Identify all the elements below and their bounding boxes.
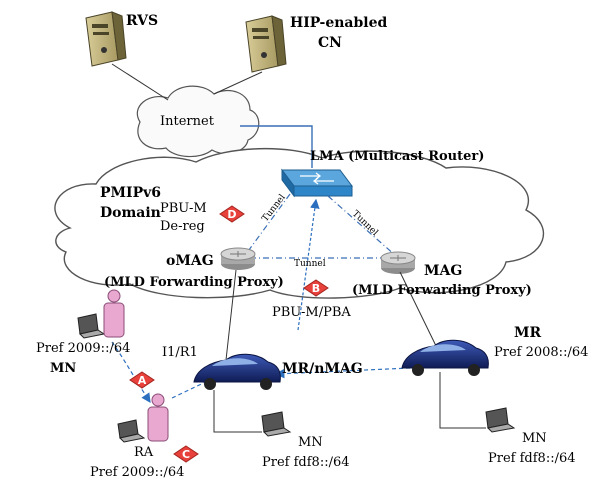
- lma-switch-icon: [281, 168, 353, 198]
- step-c-badge: C: [173, 445, 199, 463]
- mr-label: MR: [514, 325, 542, 341]
- mr-nmag-car-icon: [193, 353, 281, 390]
- internet-label: Internet: [160, 114, 214, 129]
- omag-label: oMAG: [166, 253, 214, 269]
- step-c-label: C: [182, 448, 190, 461]
- lma-label: LMA (Multicast Router): [310, 149, 485, 164]
- omag-role-label: (MLD Forwarding Proxy): [104, 275, 284, 290]
- i1-r1-label: I1/R1: [162, 345, 198, 360]
- step-b-label: B: [312, 282, 320, 295]
- mr-car-icon: [401, 339, 489, 376]
- mn-left-label: MN: [50, 361, 77, 376]
- pbu-m-label: PBU-M: [160, 201, 207, 216]
- pmipv6-domain-cloud: [54, 147, 545, 299]
- mn-right-prefix: Pref fdf8::/64: [488, 451, 576, 466]
- mag-role-label: (MLD Forwarding Proxy): [352, 283, 532, 298]
- internet-cloud: [136, 85, 260, 158]
- ra-prefix: Pref 2009::/64: [90, 465, 185, 480]
- mn-left-person-icon: [103, 289, 125, 338]
- step-d-badge: D: [219, 205, 245, 223]
- mn-mid-label: MN: [298, 435, 323, 450]
- hip-cn-label-line1: HIP-enabled: [290, 15, 388, 31]
- mr-nmag-label: MR/nMAG: [282, 361, 363, 377]
- rvs-server-icon: [85, 11, 127, 67]
- ra-label: RA: [134, 445, 154, 460]
- mn-left-prefix: Pref 2009::/64: [36, 341, 131, 356]
- step-d-label: D: [227, 208, 236, 221]
- mn-mid-prefix: Pref fdf8::/64: [262, 455, 350, 470]
- step-a-badge: A: [129, 371, 155, 389]
- step-a-label: A: [138, 374, 147, 387]
- mn-mid-laptop-icon: [261, 411, 292, 437]
- hip-cn-label-line2: CN: [318, 35, 342, 51]
- tunnel-middle-label: Tunnel: [294, 259, 326, 269]
- pbu-m-pba-label: PBU-M/PBA: [272, 305, 351, 320]
- mn-right-label: MN: [522, 431, 547, 446]
- pmipv6-label: PMIPv6: [100, 185, 161, 201]
- mag-router-icon: [380, 251, 416, 274]
- domain-label: Domain: [100, 205, 161, 221]
- ra-laptop-icon: [117, 419, 146, 443]
- step-b-badge: B: [303, 279, 329, 297]
- mag-label: MAG: [424, 263, 463, 279]
- mr-prefix: Pref 2008::/64: [494, 345, 589, 360]
- de-reg-label: De-reg: [160, 219, 205, 234]
- mn-left-laptop-icon: [77, 313, 106, 339]
- ra-person-icon: [147, 393, 169, 442]
- mn-right-laptop-icon: [485, 407, 516, 433]
- omag-router-icon: [220, 247, 256, 270]
- cn-server-icon: [245, 15, 287, 73]
- rvs-label: RVS: [126, 13, 159, 29]
